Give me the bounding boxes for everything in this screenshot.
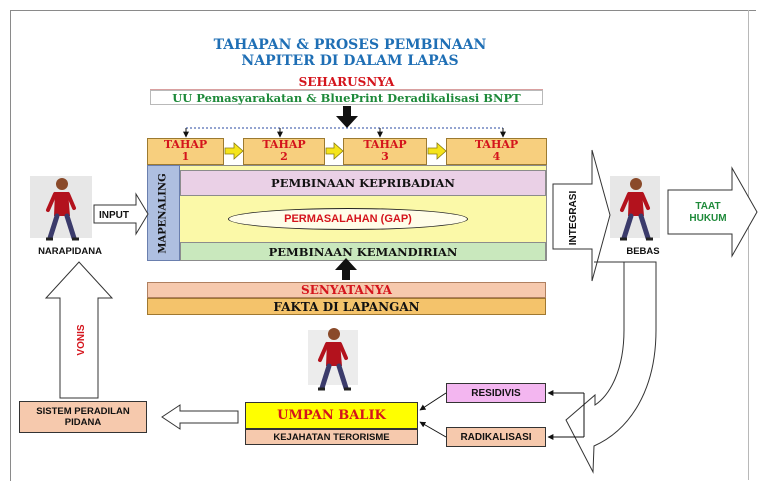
stage-1: TAHAP 1 bbox=[147, 138, 224, 165]
mapenaling-column: MAPENALING bbox=[147, 165, 180, 261]
stage-2-label: TAHAP bbox=[262, 138, 306, 151]
frame-right-border bbox=[748, 10, 749, 480]
diagram-title: TAHAPAN & PROSES PEMBINAAN NAPITER DI DA… bbox=[150, 35, 550, 71]
narapidana-label: NARAPIDANA bbox=[38, 245, 102, 257]
bebas-label: BEBAS bbox=[626, 245, 660, 257]
taat-label-2: HUKUM bbox=[689, 213, 726, 224]
input-arrow bbox=[93, 192, 149, 236]
input-label: INPUT bbox=[99, 210, 129, 221]
stage-connector-3 bbox=[427, 142, 447, 160]
vonis-arrow bbox=[44, 261, 114, 399]
band-independence: PEMBINAAN KEMANDIRIAN bbox=[180, 242, 546, 261]
title-line-1: TAHAPAN & PROSES PEMBINAAN bbox=[213, 37, 487, 53]
stage-connector-2 bbox=[325, 142, 344, 160]
title-line-2: NAPITER DI DALAM LAPAS bbox=[241, 53, 459, 69]
band-personality: PEMBINAAN KEPRIBADIAN bbox=[180, 170, 546, 196]
diagram-frame bbox=[10, 10, 756, 481]
sistem-line-1: SISTEM PERADILAN bbox=[36, 406, 130, 417]
umpan-balik-box: UMPAN BALIK bbox=[245, 402, 418, 429]
vonis-label: VONIS bbox=[76, 324, 87, 355]
residivis-box: RESIDIVIS bbox=[446, 383, 546, 403]
stage-3-label: TAHAP bbox=[363, 138, 407, 151]
sistem-peradilan-box: SISTEM PERADILAN PIDANA bbox=[19, 401, 147, 433]
kejahatan-terorisme-box: KEJAHATAN TERORISME bbox=[245, 429, 418, 445]
stage-3: TAHAP 3 bbox=[343, 138, 427, 165]
gap-label: PERMASALAHAN (GAP) bbox=[284, 213, 412, 225]
integrasi-arrow bbox=[552, 149, 611, 282]
reality-text: FAKTA DI LAPANGAN bbox=[147, 298, 546, 315]
ideal-heading: SEHARUSNYA bbox=[298, 75, 395, 89]
stage-4-label: TAHAP bbox=[474, 138, 519, 151]
radikalisasi-box: RADIKALISASI bbox=[446, 427, 546, 447]
gap-ellipse: PERMASALAHAN (GAP) bbox=[228, 208, 468, 230]
radikalisasi-to-umpan bbox=[419, 421, 447, 438]
reality-up-arrow bbox=[335, 258, 357, 280]
stage-1-label: TAHAP bbox=[163, 138, 208, 151]
stage-connector-1 bbox=[224, 142, 244, 160]
stage-3-number: 3 bbox=[381, 150, 389, 163]
stage-2: TAHAP 2 bbox=[243, 138, 325, 165]
residivis-to-umpan bbox=[419, 392, 447, 411]
reality-heading: SENYATANYA bbox=[147, 282, 546, 298]
feedback-left-arrow bbox=[161, 404, 239, 430]
return-curve-arrow bbox=[565, 261, 657, 474]
stage-1-number: 1 bbox=[181, 150, 190, 163]
ideal-text: UU Pemasyarakatan & BluePrint Deradikali… bbox=[150, 90, 543, 105]
stage-2-number: 2 bbox=[280, 150, 288, 163]
taat-label-1: TAAT bbox=[695, 201, 720, 212]
stage-4-number: 4 bbox=[492, 150, 501, 163]
ideal-divider bbox=[150, 89, 543, 90]
taat-hukum-arrow bbox=[667, 166, 758, 258]
sistem-line-2: PIDANA bbox=[64, 417, 102, 428]
stage-4: TAHAP 4 bbox=[446, 138, 547, 165]
integrasi-label: INTEGRASI bbox=[568, 191, 579, 246]
ideal-down-arrow bbox=[336, 106, 358, 128]
